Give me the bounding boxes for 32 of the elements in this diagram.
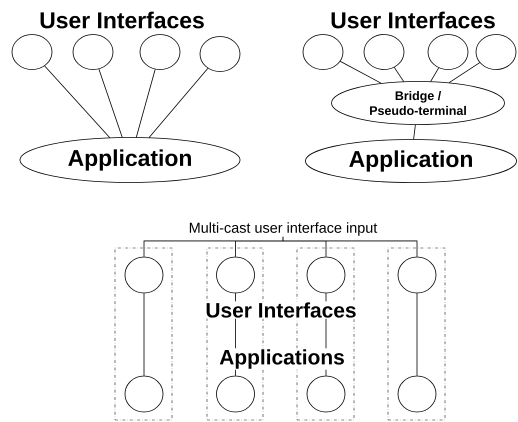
circle-node — [124, 376, 164, 412]
circle-node — [306, 256, 346, 294]
connector-line — [394, 67, 404, 82]
circle-node — [12, 34, 52, 70]
connector-line — [416, 293, 418, 376]
heading-label: User Interfaces — [38, 10, 206, 30]
circle-node — [398, 256, 436, 294]
heading-label: Applications — [218, 348, 346, 370]
connector-line — [340, 60, 382, 84]
connector-line — [413, 124, 416, 140]
connector-line — [98, 68, 123, 138]
circle-node — [72, 34, 114, 70]
circle-node — [216, 376, 255, 412]
connector-line — [282, 236, 418, 257]
circle-node — [200, 36, 240, 72]
circle-node — [428, 34, 468, 70]
circle-node — [398, 376, 436, 412]
connector-line — [430, 68, 440, 82]
circle-node — [216, 256, 255, 294]
bus-label: Multi-cast user interface input — [190, 222, 378, 236]
circle-node — [306, 376, 346, 412]
circle-node — [364, 34, 404, 70]
circle-node — [302, 34, 344, 70]
heading-label: User Interfaces — [329, 10, 497, 30]
connector-line — [136, 69, 156, 138]
connector-line — [44, 66, 110, 138]
connector-line — [148, 68, 208, 138]
circle-node — [140, 34, 180, 70]
circle-node — [124, 256, 164, 294]
circle-node — [476, 34, 516, 70]
connector-line — [448, 62, 480, 83]
heading-label: User Interfaces — [204, 301, 358, 319]
